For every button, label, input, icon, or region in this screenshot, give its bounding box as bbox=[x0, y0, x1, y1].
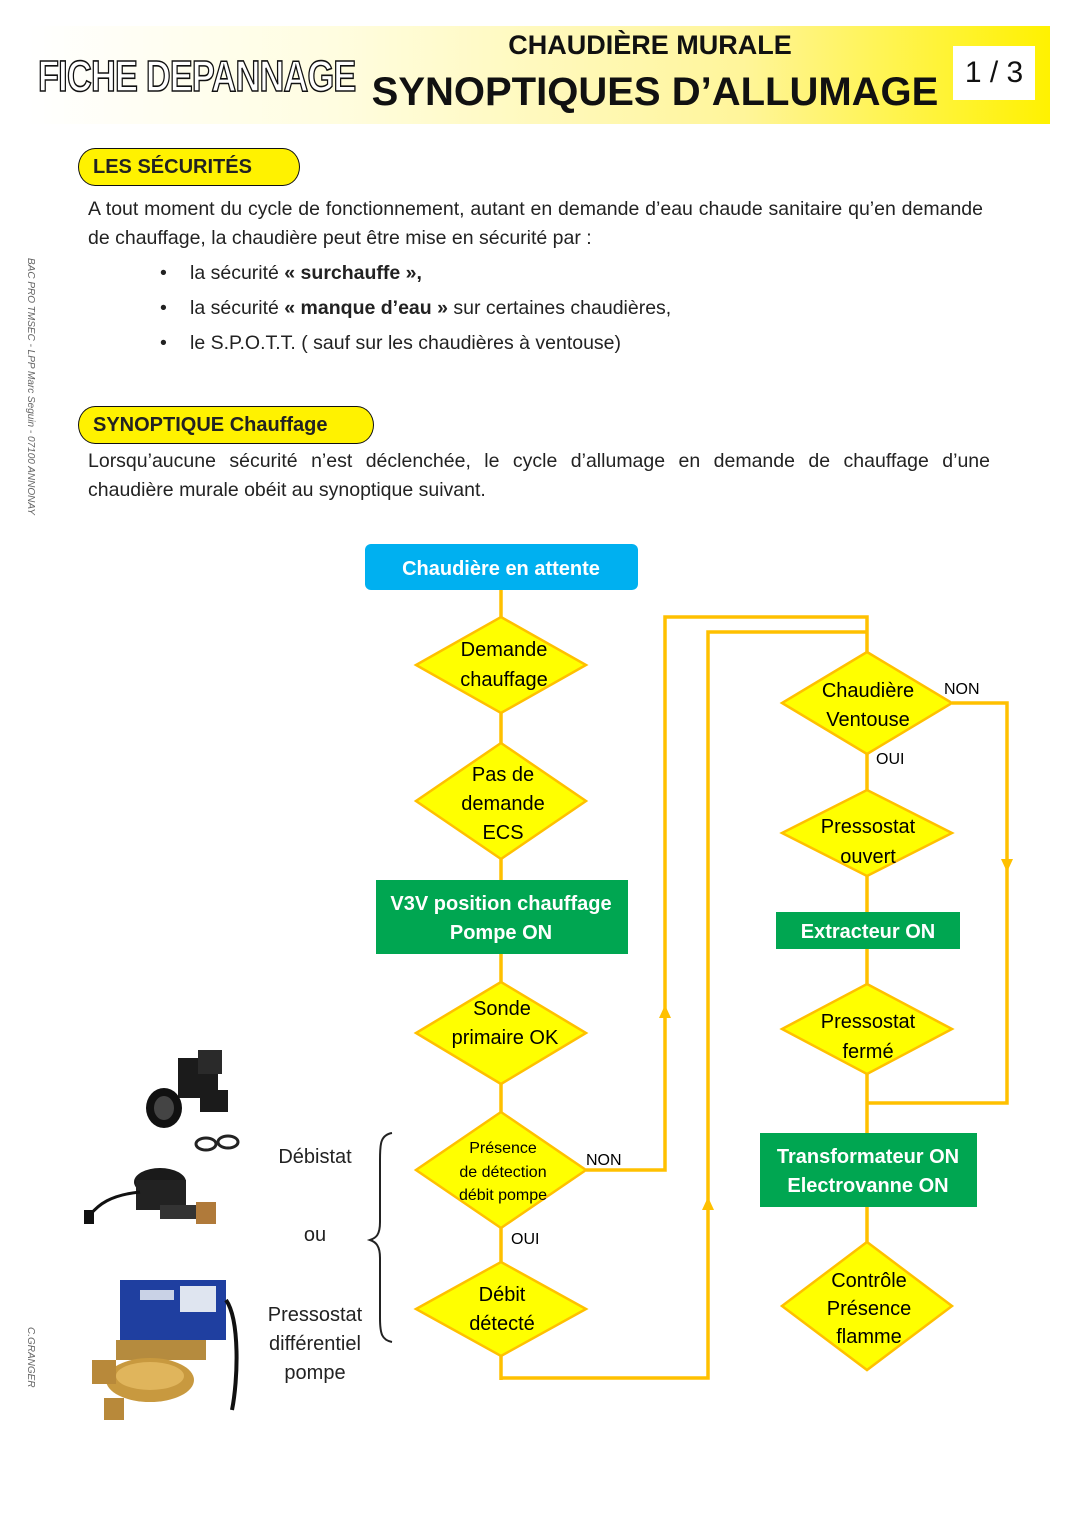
node-chaudiere-ventouse: Chaudière Ventouse bbox=[779, 650, 955, 756]
svg-text:demande: demande bbox=[461, 793, 544, 815]
list-item: le S.P.O.T.T. ( sauf sur les chaudières … bbox=[160, 326, 671, 361]
svg-text:Transformateur ON: Transformateur ON bbox=[777, 1146, 959, 1168]
node-demande-chauffage: Demande chauffage bbox=[413, 615, 589, 715]
svg-text:de détection: de détection bbox=[459, 1164, 546, 1181]
label-non-debit: NON bbox=[586, 1152, 622, 1169]
pressostat-differentiel-image bbox=[92, 1280, 239, 1420]
node-extracteur-on: Extracteur ON bbox=[776, 912, 960, 949]
label-debistat: Débistat bbox=[278, 1146, 352, 1168]
svg-text:débit pompe: débit pompe bbox=[459, 1187, 547, 1204]
node-pressostat-ouvert: Pressostat ouvert bbox=[779, 788, 955, 878]
node-controle-flamme: Contrôle Présence flamme bbox=[779, 1240, 955, 1372]
svg-text:V3V position chauffage: V3V position chauffage bbox=[390, 893, 611, 915]
svg-text:Présence: Présence bbox=[469, 1140, 537, 1157]
arrow-up-icon bbox=[702, 1197, 714, 1210]
flow-arrows bbox=[659, 859, 1013, 1210]
section-heading-securites: LES SÉCURITÉS bbox=[78, 148, 300, 186]
svg-text:Sonde: Sonde bbox=[473, 998, 531, 1020]
svg-text:Débit: Débit bbox=[479, 1284, 526, 1306]
svg-text:détecté: détecté bbox=[469, 1313, 535, 1335]
debistat-sensor-image bbox=[84, 1168, 216, 1224]
debistat-valve-image bbox=[146, 1050, 240, 1152]
node-start bbox=[365, 544, 638, 590]
securites-intro: A tout moment du cycle de fonctionnement… bbox=[88, 198, 983, 249]
list-item: la sécurité « manque d’eau » sur certain… bbox=[160, 291, 671, 326]
node-debit-detecte: Débit détecté bbox=[413, 1260, 589, 1358]
node-start-label: Chaudière en attente bbox=[402, 558, 600, 580]
synoptique-intro: Lorsqu’aucune sécurité n’est déclenchée,… bbox=[88, 450, 990, 501]
svg-text:Demande: Demande bbox=[461, 639, 548, 661]
node-transformateur-electrovanne: Transformateur ON Electrovanne ON bbox=[760, 1133, 977, 1207]
svg-text:Présence: Présence bbox=[827, 1298, 912, 1320]
svg-text:ouvert: ouvert bbox=[840, 846, 896, 868]
svg-text:Contrôle: Contrôle bbox=[831, 1270, 907, 1292]
supertitle: CHAUDIÈRE MURALE bbox=[508, 30, 792, 60]
svg-text:Pressostat: Pressostat bbox=[821, 816, 916, 838]
node-v3v-pompe: V3V position chauffage Pompe ON bbox=[376, 880, 628, 954]
fiche-title: FICHE DEPANNAGE bbox=[37, 51, 357, 102]
arrow-up-icon bbox=[659, 1005, 671, 1018]
list-item: la sécurité « surchauffe », bbox=[160, 256, 671, 291]
svg-text:fermé: fermé bbox=[842, 1041, 893, 1063]
label-oui-debit: OUI bbox=[511, 1231, 539, 1248]
node-presence-debit: Présence de détection débit pompe bbox=[413, 1110, 589, 1230]
header-band bbox=[28, 26, 1050, 124]
svg-text:Pressostat: Pressostat bbox=[821, 1011, 916, 1033]
main-title: SYNOPTIQUES D’ALLUMAGE bbox=[371, 70, 939, 114]
section-heading-synoptique: SYNOPTIQUE Chauffage bbox=[78, 406, 374, 444]
svg-text:chauffage: chauffage bbox=[460, 669, 548, 691]
svg-text:Extracteur ON: Extracteur ON bbox=[801, 921, 936, 943]
svg-text:ECS: ECS bbox=[482, 822, 523, 844]
node-sonde-primaire: Sonde primaire OK bbox=[413, 980, 589, 1086]
svg-text:flamme: flamme bbox=[836, 1326, 902, 1348]
svg-text:Pompe ON: Pompe ON bbox=[450, 922, 552, 944]
svg-text:primaire OK: primaire OK bbox=[452, 1027, 559, 1049]
node-pas-demande-ecs: Pas de demande ECS bbox=[413, 741, 589, 861]
securites-list: la sécurité « surchauffe », la sécurité … bbox=[160, 256, 671, 361]
label-ou: ou bbox=[303, 1224, 327, 1246]
page-number: 1 / 3 bbox=[953, 46, 1035, 100]
svg-text:Ventouse: Ventouse bbox=[826, 709, 909, 731]
node-pressostat-ferme: Pressostat fermé bbox=[779, 982, 955, 1076]
label-non-ventouse: NON bbox=[944, 681, 980, 698]
svg-text:Chaudière: Chaudière bbox=[822, 680, 914, 702]
svg-text:Electrovanne ON: Electrovanne ON bbox=[787, 1175, 948, 1197]
svg-text:Pas de: Pas de bbox=[472, 764, 534, 786]
arrow-down-icon bbox=[1001, 859, 1013, 872]
label-oui-ventouse: OUI bbox=[876, 751, 904, 768]
curly-brace bbox=[366, 1132, 393, 1343]
